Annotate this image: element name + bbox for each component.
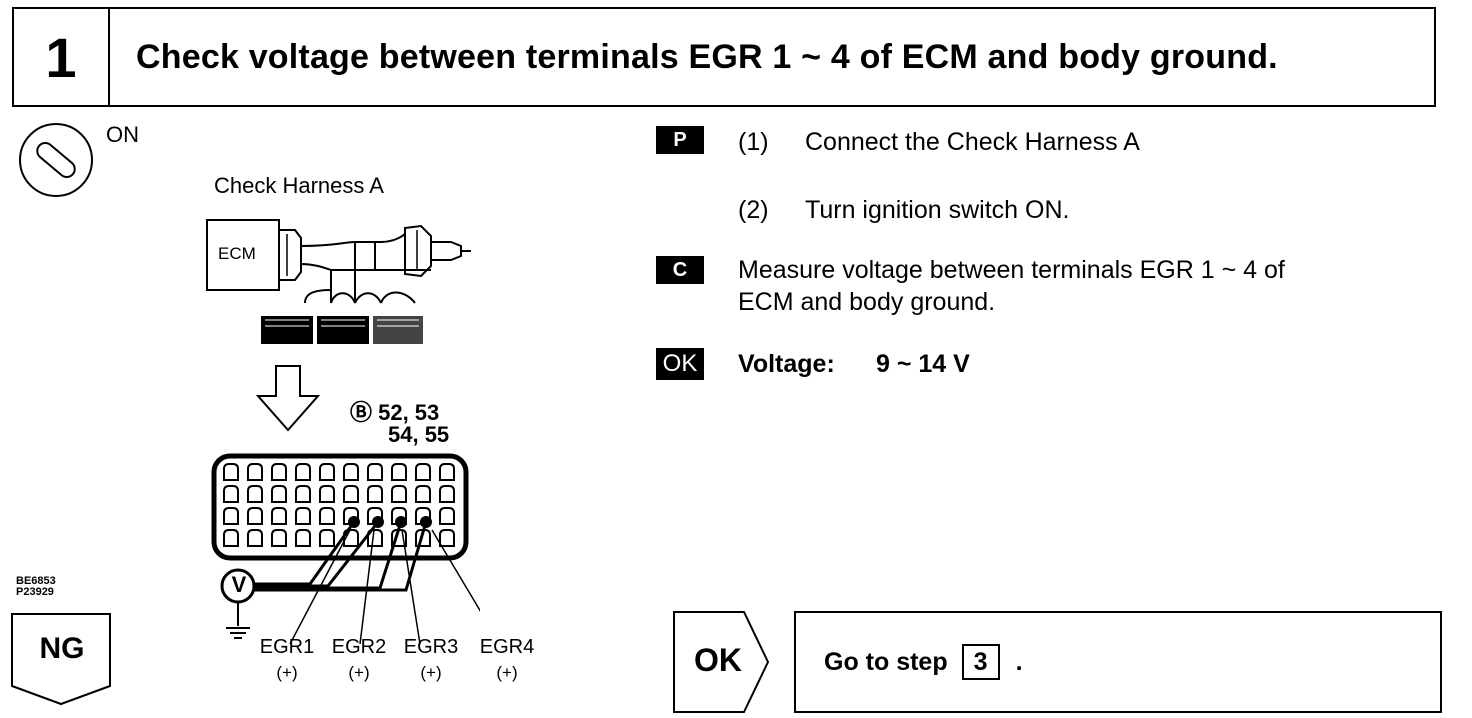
- terminal-label-egr3: EGR3 (+): [403, 636, 459, 682]
- voltmeter-symbol: V: [231, 572, 247, 597]
- connector-pin: [223, 529, 239, 547]
- connector-ref-pins: 54, 55: [388, 422, 450, 447]
- ng-label: NG: [39, 632, 85, 665]
- prepare-badge: P: [656, 126, 704, 154]
- connector-pin: [439, 463, 455, 481]
- terminal-label-egr4: EGR4 (+): [479, 636, 535, 682]
- connector-pin: [343, 463, 359, 481]
- step2-number: (2): [738, 196, 769, 224]
- connector-pin: [367, 485, 383, 503]
- step1-number: (1): [738, 128, 769, 156]
- spec-value: 9 ~ 14 V: [876, 350, 970, 378]
- go-to-step-box: Go to step 3 .: [794, 611, 1442, 713]
- connector-pin: [343, 529, 359, 547]
- connector-pin: [319, 529, 335, 547]
- check-instruction: Measure voltage between terminals EGR 1 …: [738, 256, 1285, 316]
- ok-badge: OK: [656, 348, 704, 380]
- step1-text: Connect the Check Harness A: [805, 128, 1140, 156]
- check-harness-diagram: [206, 219, 471, 344]
- connector-pin: [247, 485, 263, 503]
- ecm-connector-diagram: [211, 453, 480, 645]
- connector-pin: [343, 507, 359, 525]
- connector-pin: [295, 485, 311, 503]
- connector-pin: [247, 529, 263, 547]
- connector-ref: Ⓑ 52, 53: [350, 400, 440, 425]
- step-title: Check voltage between terminals EGR 1 ~ …: [136, 37, 1278, 76]
- connector-pin: [223, 485, 239, 503]
- go-to-text: Go to step: [824, 647, 948, 676]
- connector-pin: [415, 507, 431, 525]
- connector-pin: [391, 485, 407, 503]
- connector-pin: [295, 507, 311, 525]
- ignition-on-label: ON: [106, 122, 139, 147]
- connector-pin: [295, 529, 311, 547]
- connector-pin: [295, 463, 311, 481]
- ecm-label: ECM: [218, 244, 256, 263]
- ok-result-arrow: [673, 611, 770, 713]
- connector-pin: [247, 507, 263, 525]
- step2-text: Turn ignition switch ON.: [805, 196, 1070, 224]
- connector-pin: [247, 463, 263, 481]
- ng-result-box: [11, 613, 111, 706]
- harness-label: Check Harness A: [214, 173, 384, 198]
- connector-pin: [271, 507, 287, 525]
- connector-pin: [319, 485, 335, 503]
- ok-label: OK: [694, 642, 742, 678]
- down-arrow-icon: [256, 365, 320, 432]
- connector-pin: [271, 529, 287, 547]
- step-header: 1 Check voltage between terminals EGR 1 …: [12, 7, 1436, 107]
- connector-pin: [223, 507, 239, 525]
- spec-label: Voltage:: [738, 350, 835, 378]
- connector-pin: [439, 485, 455, 503]
- connector-pin: [415, 485, 431, 503]
- step-number: 1: [14, 9, 110, 105]
- connector-pin: [415, 463, 431, 481]
- connector-pin: [343, 485, 359, 503]
- connector-pin: [367, 463, 383, 481]
- terminal-label-egr2: EGR2 (+): [331, 636, 387, 682]
- connector-pin: [319, 463, 335, 481]
- connector-pin: [319, 507, 335, 525]
- go-to-period: .: [1015, 647, 1023, 676]
- connector-pin: [391, 507, 407, 525]
- connector-pin: [439, 529, 455, 547]
- figure-codes: BE6853 P23929: [16, 575, 56, 598]
- connector-pin: [271, 463, 287, 481]
- ignition-key-icon: [19, 123, 93, 197]
- connector-pin: [439, 507, 455, 525]
- connector-pin: [223, 463, 239, 481]
- connector-pin: [391, 463, 407, 481]
- terminal-label-egr1: EGR1 (+): [259, 636, 315, 682]
- connector-pin: [367, 507, 383, 525]
- go-to-step-link[interactable]: 3: [961, 644, 1000, 680]
- connector-pin: [271, 485, 287, 503]
- connector-pin: [391, 529, 407, 547]
- check-badge: C: [656, 256, 704, 284]
